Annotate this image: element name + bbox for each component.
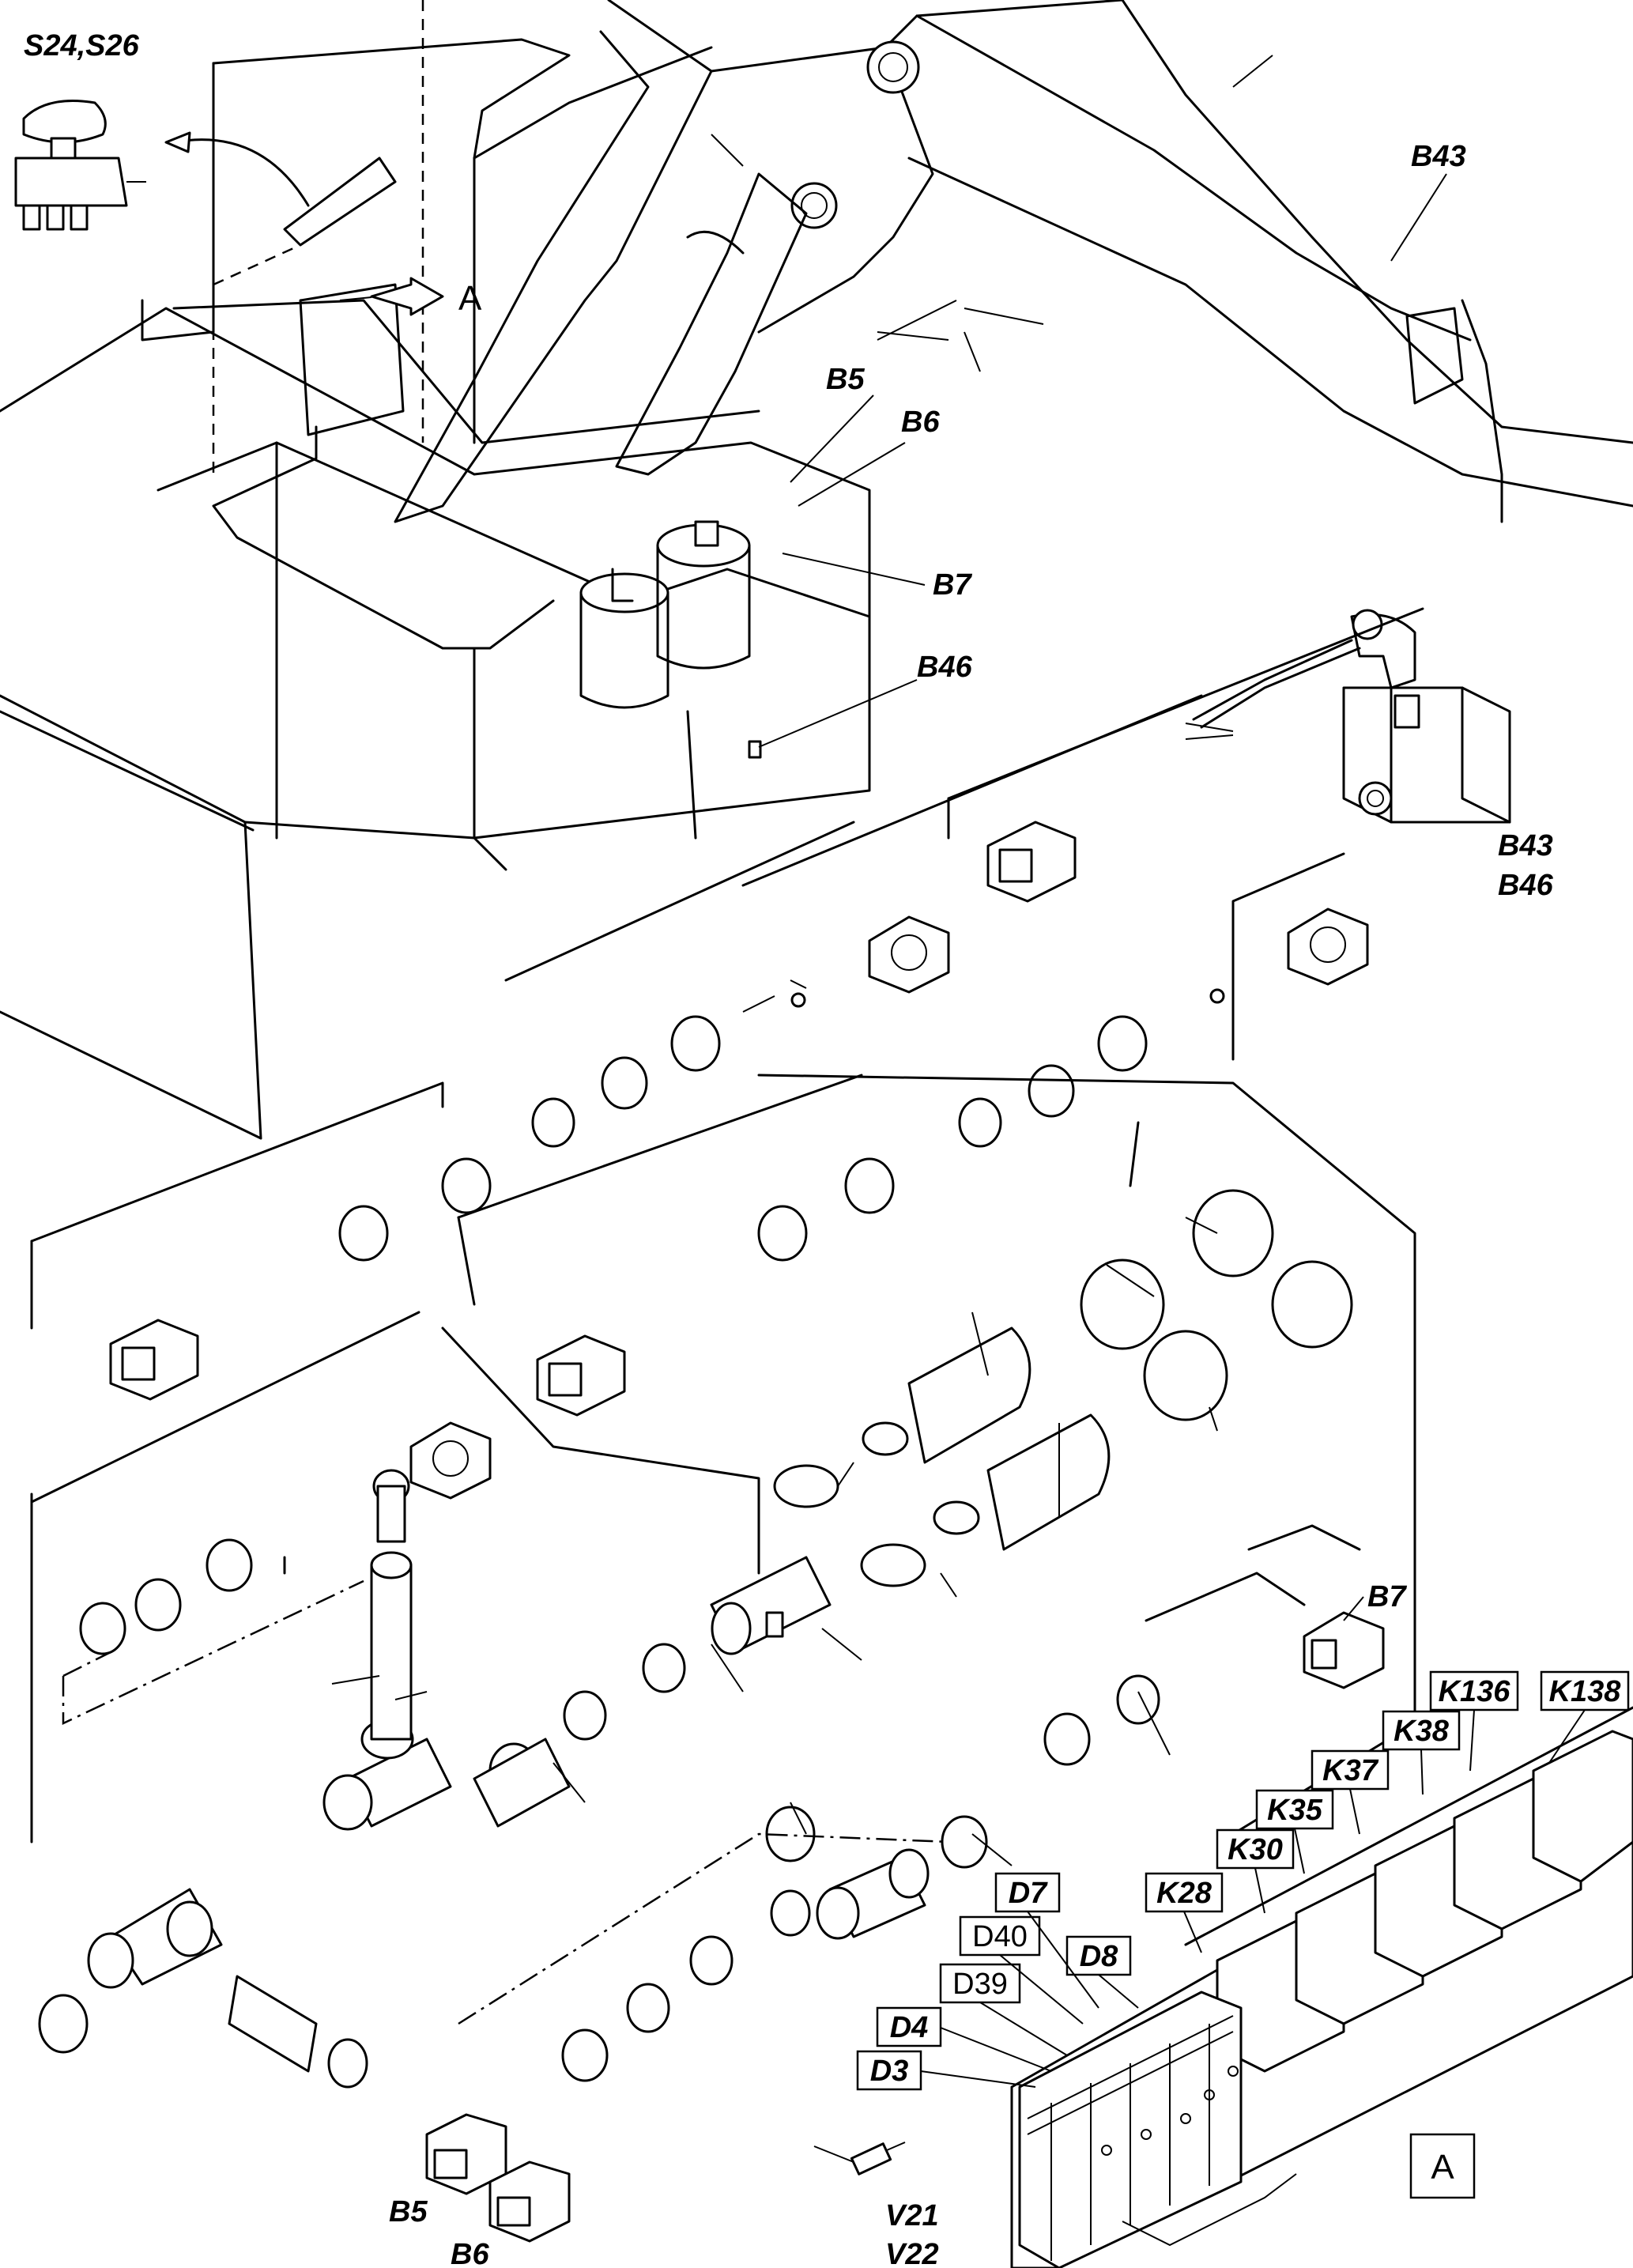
label-b46-top: B46 (917, 651, 973, 684)
label-k38: K38 (1394, 1715, 1450, 1748)
connector-housing-upper-right (986, 821, 1077, 903)
label-v21: V21 (885, 2199, 939, 2232)
fitting-chain-lower (79, 1538, 1160, 2082)
label-b6-top: B6 (901, 406, 940, 439)
connector-housing-b7 (1303, 1611, 1385, 1689)
connector-housing-left-c (409, 1421, 492, 1500)
label-d7: D7 (1009, 1877, 1048, 1910)
label-b7-connector: B7 (1367, 1580, 1407, 1613)
label-b7-top: B7 (933, 568, 972, 602)
label-b6-bottom: B6 (451, 2238, 489, 2268)
diode-v21-v22 (813, 2142, 906, 2176)
label-d39: D39 (952, 1968, 1008, 2001)
label-d8: D8 (1080, 1940, 1118, 1973)
label-b43-sensor: B43 (1498, 829, 1553, 862)
label-b5-top: B5 (826, 363, 865, 396)
connector-housing-left-a (109, 1319, 199, 1401)
label-k30: K30 (1228, 1833, 1283, 1866)
view-a-box (1409, 2133, 1476, 2199)
machine-body (0, 0, 1633, 1140)
connector-housing-row2a (868, 915, 950, 994)
tee-fitting-right (765, 1806, 988, 1940)
label-a-arrow: A (458, 279, 482, 318)
connector-assemblies (30, 607, 1479, 2243)
relay-module-block (1010, 1706, 1633, 2268)
label-s24-s26: S24,S26 (24, 29, 140, 62)
fitting-chain-large (773, 1189, 1353, 1587)
tee-fitting-center (710, 1556, 832, 1655)
label-b46-sensor: B46 (1498, 869, 1554, 902)
tee-fitting-lower-left (38, 1888, 368, 2089)
fitting-chain-upper (338, 979, 807, 1262)
label-b43-top: B43 (1411, 140, 1466, 173)
tee-fitting-left (322, 1469, 452, 1831)
labels: S24,S26 B43 A B5 B6 B7 B46 B43 B46 B7 B5… (24, 29, 1630, 2268)
connector-housing-left-b (536, 1334, 626, 1417)
label-k28: K28 (1156, 1877, 1212, 1910)
label-d3: D3 (870, 2055, 909, 2088)
sensor-b43-b46 (1185, 609, 1511, 824)
label-k35: K35 (1267, 1794, 1323, 1827)
label-k136: K136 (1439, 1675, 1511, 1708)
label-view-a: A (1431, 2148, 1454, 2187)
label-b5-bottom: B5 (389, 2195, 428, 2228)
label-k138: K138 (1549, 1675, 1622, 1708)
connector-housing-row2b (1287, 908, 1369, 986)
label-v22: V22 (885, 2238, 939, 2268)
label-k37: K37 (1322, 1754, 1379, 1787)
label-d4: D4 (890, 2011, 929, 2044)
switch-s24-s26 (14, 100, 146, 231)
fitting-chain-middle (757, 988, 1225, 1262)
label-d40: D40 (972, 1920, 1028, 1953)
